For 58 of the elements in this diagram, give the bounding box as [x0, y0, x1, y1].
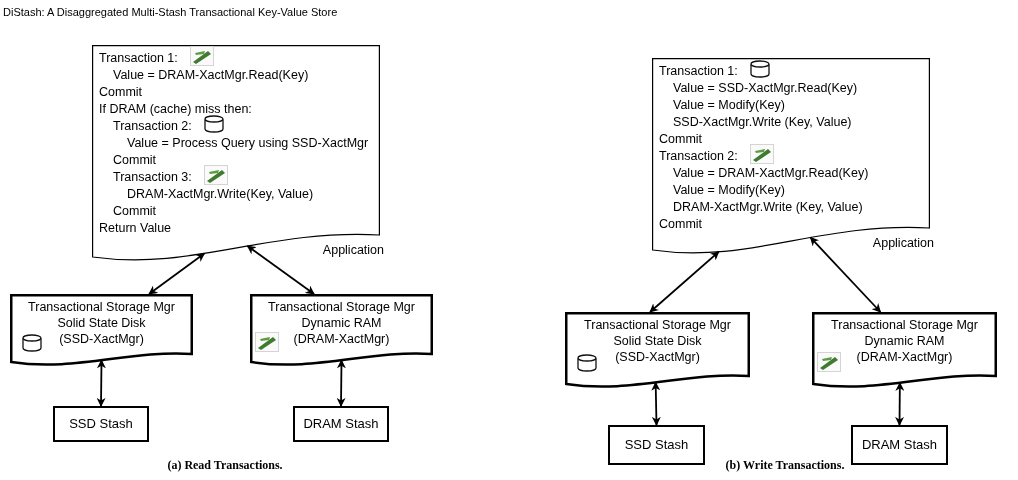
manager-label: Solid State Disk: [57, 315, 146, 331]
manager-label: (SSD-XactMgr): [615, 349, 700, 365]
double-arrow: [148, 252, 206, 295]
stash-box: [851, 425, 948, 465]
stash-label: DRAM Stash: [303, 415, 379, 434]
code-line: Commit: [113, 152, 157, 169]
code-line: Transaction 1:: [659, 63, 738, 80]
code-line: Value = Modify(Key): [673, 97, 785, 114]
stash-box: [608, 425, 705, 465]
code-line: If DRAM (cache) miss then:: [99, 101, 252, 118]
stash-label: SSD Stash: [69, 415, 133, 434]
subfigure-caption: (a) Read Transactions.: [167, 457, 283, 474]
code-line: DRAM-XactMgr.Write(Key, Value): [127, 186, 314, 203]
manager-label: Solid State Disk: [613, 333, 702, 349]
storage-manager-document: [250, 294, 433, 368]
page-header: DiStash: A Disaggregated Multi-Stash Transactional Key-Value Store: [3, 5, 338, 20]
code-line: Value = Process Query using SSD-XactMgr: [127, 135, 369, 152]
code-line: Transaction 3:: [113, 169, 192, 186]
code-line: SSD-XactMgr.Write (Key, Value): [673, 114, 852, 131]
code-line: Commit: [99, 84, 143, 101]
code-line: Value = Modify(Key): [673, 182, 785, 199]
application-label: Application: [872, 235, 934, 252]
manager-label: (DRAM-XactMgr): [856, 349, 953, 365]
code-line: Return Value: [99, 220, 172, 237]
stash-box: [293, 406, 389, 442]
manager-label: (DRAM-XactMgr): [293, 331, 390, 347]
application-label: Application: [322, 242, 384, 259]
manager-label: Transactional Storage Mgr: [28, 299, 175, 315]
double-arrow: [336, 359, 346, 407]
code-line: Value = SSD-XactMgr.Read(Key): [673, 80, 858, 97]
stash-box: [53, 406, 149, 442]
storage-manager-document: [565, 312, 750, 390]
manager-label: Transactional Storage Mgr: [584, 317, 731, 333]
code-line: Value = DRAM-XactMgr.Read(Key): [113, 67, 309, 84]
manager-label: Dynamic RAM: [301, 315, 382, 331]
stash-label: DRAM Stash: [861, 436, 938, 455]
code-line: Value = DRAM-XactMgr.Read(Key): [673, 165, 869, 182]
double-arrow: [895, 381, 905, 426]
code-line: Transaction 2:: [113, 118, 192, 135]
manager-label: Transactional Storage Mgr: [268, 299, 415, 315]
code-line: DRAM-XactMgr.Write (Key, Value): [673, 199, 863, 216]
double-arrow: [649, 250, 720, 313]
code-line: Transaction 2:: [659, 148, 738, 165]
subfigure-caption: (b) Write Transactions.: [725, 457, 845, 474]
stash-label: SSD Stash: [624, 436, 689, 455]
double-arrow: [246, 245, 315, 295]
code-line: Commit: [659, 216, 703, 233]
manager-label: (SSD-XactMgr): [59, 331, 144, 347]
double-arrow: [651, 381, 661, 426]
storage-manager-document: [10, 294, 193, 368]
double-arrow: [809, 236, 882, 313]
storage-manager-document: [812, 312, 997, 390]
code-line: Commit: [113, 203, 157, 220]
double-arrow: [96, 359, 106, 407]
manager-label: Transactional Storage Mgr: [831, 317, 978, 333]
code-line: Transaction 1:: [99, 50, 178, 67]
code-line: Commit: [659, 131, 703, 148]
manager-label: Dynamic RAM: [864, 333, 945, 349]
